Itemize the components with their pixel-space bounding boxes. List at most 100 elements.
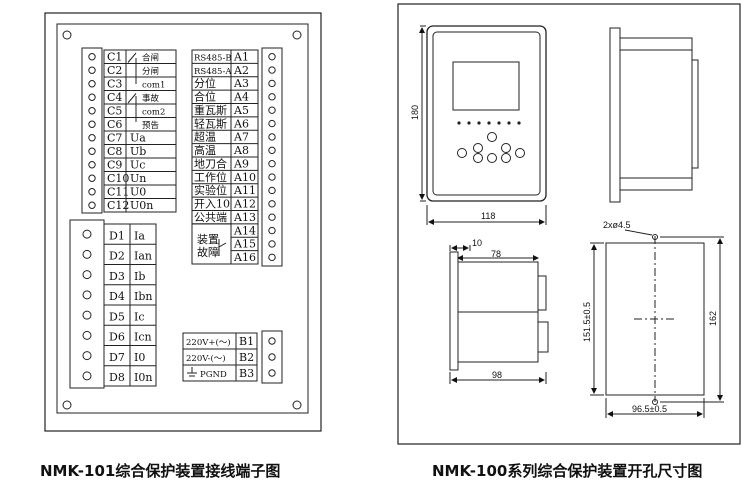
- dim-151: 151.5±0.5: [582, 302, 592, 342]
- c-signal-8: Ub: [130, 145, 146, 158]
- a-term-12: A12: [233, 198, 256, 211]
- a-screw-10: [268, 173, 276, 181]
- a-screw-3: [268, 79, 276, 88]
- b-screw-1: [268, 337, 276, 345]
- a-term-9: A9: [233, 157, 249, 170]
- b-signal-3: PGND: [200, 370, 227, 380]
- led-row: [457, 121, 521, 125]
- a-screw-7: [268, 133, 276, 141]
- a-signal-7: 超温: [194, 130, 216, 144]
- d-term-3: D3: [109, 270, 125, 283]
- c-term-12: C12: [107, 199, 129, 212]
- c-connector-strip: [81, 47, 103, 214]
- dim-180: 180: [410, 105, 420, 120]
- c-signal-12: U0n: [130, 199, 153, 212]
- a-screw-16: [268, 253, 276, 262]
- d-signal-4: Ibn: [134, 290, 152, 303]
- fault-label-1: 装置: [197, 233, 219, 246]
- mount-hole-bl: [62, 400, 72, 410]
- c-screw-2: [88, 66, 96, 74]
- a-term-8: A8: [233, 144, 249, 157]
- d-screw-5: [82, 310, 92, 320]
- d-term-5: D5: [109, 310, 125, 323]
- keypad: [457, 132, 525, 163]
- a-screw-2: [268, 66, 276, 74]
- c-term-10: C10: [107, 172, 129, 185]
- a-term-16: A16: [233, 251, 256, 264]
- ground-icon: [187, 367, 197, 377]
- c-signal-6: 预告: [142, 120, 159, 131]
- b-term-1: B1: [239, 335, 254, 348]
- d-term-2: D2: [109, 250, 125, 263]
- a-term-15: A15: [233, 238, 256, 251]
- a-term-2: A2: [233, 64, 249, 77]
- a-signal-2: RS485-A: [194, 67, 232, 77]
- fault-relay-contact: [218, 239, 227, 256]
- d-term-1: D1: [109, 229, 125, 242]
- c-signal-10: Un: [130, 172, 146, 185]
- dim-162: 162: [708, 311, 718, 326]
- panel-cutout-view: 2xø4.5 151.5±0.5 162 96.5±0.5: [582, 220, 724, 418]
- c-term-1: C1: [107, 51, 122, 64]
- a-screw-9: [268, 159, 276, 168]
- backplate-outline: [56, 23, 309, 414]
- d-signal-5: Ic: [134, 310, 145, 323]
- d-term-7: D7: [109, 351, 125, 364]
- c-term-2: C2: [107, 64, 122, 77]
- c-screw-11: [88, 188, 96, 196]
- d-signal-2: Ian: [134, 250, 152, 263]
- c-term-4: C4: [107, 91, 122, 104]
- a-term-6: A6: [233, 117, 249, 130]
- a-screw-14: [268, 226, 276, 235]
- mount-hole-bottom: [652, 399, 658, 405]
- a-term-3: A3: [233, 77, 249, 90]
- c-signal-7: Ua: [130, 132, 146, 145]
- side-view: [609, 27, 699, 203]
- d-screw-2: [82, 249, 92, 259]
- wiring-caption: NMK-101综合保护装置接线端子图: [40, 462, 280, 480]
- b-terminal-table: [182, 332, 258, 382]
- c-term-3: C3: [107, 78, 122, 91]
- c-signal-11: U0: [130, 186, 146, 199]
- a-term-10: A10: [233, 171, 256, 184]
- c-screw-4: [88, 93, 96, 101]
- a-term-11: A11: [233, 184, 256, 197]
- a-screw-4: [268, 93, 276, 101]
- c-signal-4: 事故: [142, 93, 160, 104]
- a-signal-4: 合位: [194, 90, 216, 104]
- a-signal-3: 分位: [194, 76, 216, 90]
- fault-label-2: 故障: [197, 245, 219, 259]
- a-term-14: A14: [233, 224, 256, 237]
- side-view-lower: 10 78 98: [449, 238, 549, 384]
- a-signal-11: 实验位: [194, 183, 227, 197]
- b-term-3: B3: [239, 367, 254, 380]
- c-screw-10: [88, 174, 96, 182]
- front-bezel: [432, 31, 541, 196]
- mount-hole-tl: [62, 30, 72, 40]
- a-screw-6: [268, 119, 276, 128]
- dim-hole: 2xø4.5: [603, 220, 631, 230]
- dimension-caption: NMK-100系列综合保护装置开孔尺寸图: [432, 462, 702, 480]
- a-signal-1: RS485-B: [194, 53, 232, 63]
- a-screw-1: [268, 52, 276, 61]
- d-signal-1: Ia: [134, 229, 145, 242]
- c-signal-3: com1: [142, 81, 165, 91]
- terminal-block-a: A1RS485-BA2RS485-AA3分位A4合位A5重瓦斯A6轻瓦斯A7超温…: [191, 47, 283, 267]
- c-signal-5: com2: [142, 108, 165, 118]
- c-term-7: C7: [107, 132, 122, 145]
- dim-118: 118: [481, 211, 495, 221]
- d-signal-7: I0: [134, 351, 145, 364]
- front-view: 180 118: [410, 25, 547, 225]
- d-screw-8: [82, 371, 92, 381]
- d-connector-strip: [69, 219, 105, 389]
- mount-hole-tr: [292, 30, 302, 40]
- a-term-4: A4: [233, 91, 249, 104]
- d-screw-4: [82, 290, 92, 300]
- dim-98: 98: [492, 370, 502, 380]
- mount-hole-br: [292, 400, 302, 410]
- b-signal-2: 220V-(〜): [186, 353, 226, 364]
- c-screw-8: [88, 147, 96, 155]
